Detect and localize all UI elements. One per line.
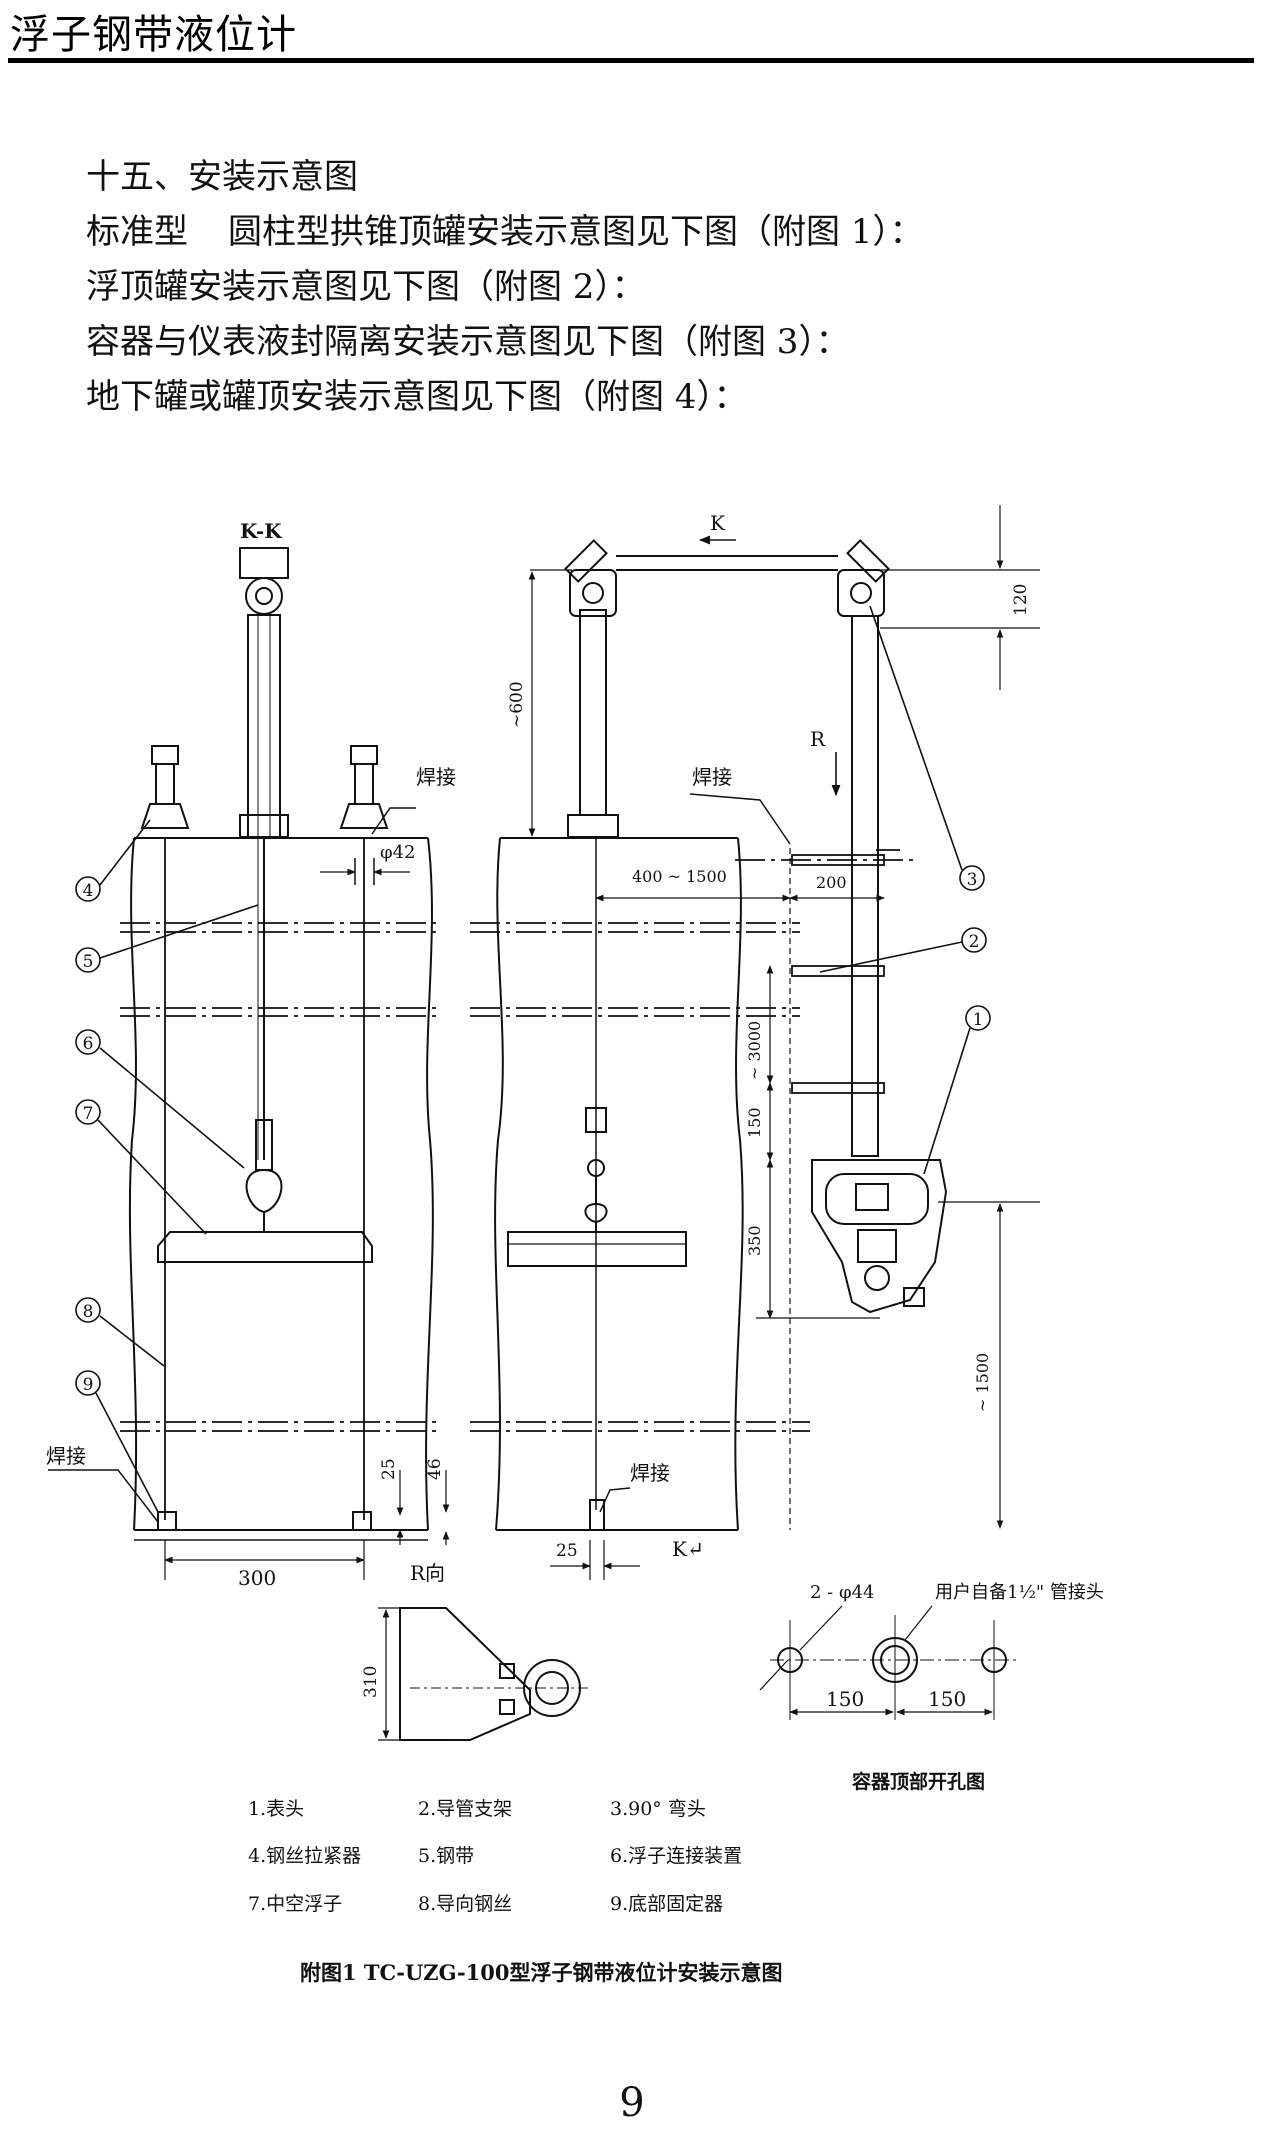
top-hole-layout: 2 - φ44 用户自备1½" 管接头 150 150 容器顶部开孔图 — [759, 1582, 1104, 1793]
marker-7: 7 — [75, 1099, 207, 1235]
dim-150-vertical: 150 — [745, 1107, 764, 1138]
header-rule — [8, 58, 1254, 63]
legend-item: 7.中空浮子 — [248, 1893, 342, 1915]
dim-120: 120 — [1011, 584, 1031, 616]
weld-label-right-bottom: 焊接 — [630, 1461, 670, 1485]
svg-text:7: 7 — [83, 1104, 94, 1124]
elbow-right — [837, 539, 890, 617]
dim-1500: ~ 1500 — [973, 1353, 992, 1412]
intro-text: 十五、安装示意图 标准型圆柱型拱锥顶罐安装示意图见下图（附图 1）： 浮顶罐安装… — [86, 150, 923, 425]
dim-25-bottom: 25 — [556, 1541, 578, 1561]
r-view-detail: 310 — [361, 1607, 590, 1741]
right-float — [507, 1231, 687, 1267]
section-title: 十五、安装示意图 — [86, 157, 358, 197]
right-tank-wall-left — [494, 837, 504, 1531]
dim-46: 46 — [425, 1458, 445, 1480]
right-guide-pipe — [851, 615, 879, 1157]
parts-legend: 1.表头 2.导管支架 3.90° 弯头 4.钢丝拉紧器 5.钢带 6.浮子连接… — [248, 1798, 742, 1915]
svg-text:6: 6 — [83, 1034, 94, 1054]
standard-label: 标准型 — [86, 212, 188, 252]
callout-markers: 4 5 6 7 8 9 3 2 1 — [75, 605, 991, 1513]
standard-text: 圆柱型拱锥顶罐安装示意图见下图（附图 1）： — [228, 212, 924, 252]
legend-item: 4.钢丝拉紧器 — [248, 1845, 361, 1867]
page-header-title: 浮子钢带液位计 — [10, 12, 297, 58]
marker-4: 4 — [75, 819, 151, 902]
marker-5: 5 — [75, 904, 259, 973]
svg-text:4: 4 — [83, 881, 94, 901]
page-number: 9 — [619, 2080, 645, 2126]
dim-3000: ~ 3000 — [745, 1021, 764, 1080]
marker-9: 9 — [75, 1370, 159, 1513]
wire-tensioner-right — [339, 745, 389, 1520]
weld-label-right-top: 焊接 — [692, 765, 732, 789]
svg-text:9: 9 — [83, 1375, 94, 1395]
left-view-kk: K-K — [46, 519, 456, 1590]
dim-25-left: 25 — [379, 1458, 399, 1480]
top-hole-caption: 容器顶部开孔图 — [852, 1770, 985, 1793]
right-tank-wall-right — [734, 837, 744, 1531]
legend-item: 2.导管支架 — [418, 1798, 512, 1820]
intro-line-standard: 标准型圆柱型拱锥顶罐安装示意图见下图（附图 1）： — [86, 205, 923, 260]
dim-300: 300 — [238, 1566, 276, 1590]
legend-item: 6.浮子连接装置 — [610, 1845, 742, 1867]
marker-6: 6 — [75, 1029, 245, 1169]
dim-200: 200 — [816, 873, 847, 892]
dim-phi42: φ42 — [380, 842, 416, 863]
meter-head — [811, 1159, 948, 1314]
weld-label-bottom-left: 焊接 — [46, 1444, 86, 1468]
figure-caption: 附图1 TC-UZG-100型浮子钢带液位计安装示意图 — [300, 1960, 783, 1985]
legend-item: 1.表头 — [248, 1798, 304, 1820]
arrow-k-top: K — [710, 511, 726, 535]
label-kk: K-K — [240, 519, 282, 543]
left-guide-pipe — [247, 614, 281, 838]
intro-line-floating: 浮顶罐安装示意图见下图（附图 2）： — [86, 267, 646, 307]
svg-text:8: 8 — [83, 1302, 94, 1322]
svg-text:3: 3 — [967, 870, 978, 890]
left-tank-wall-left — [128, 837, 138, 1531]
arrow-k-bottom: K↵ — [672, 1537, 704, 1561]
intro-line-sealed: 容器与仪表液封隔离安装示意图见下图（附图 3）： — [86, 322, 850, 362]
marker-8: 8 — [75, 1297, 165, 1367]
right-view: K R 焊接 焊接 ~600 120 400 ~ 1500 200 ~ 3000… — [470, 505, 1040, 1580]
r-view-label: R向 — [410, 1561, 445, 1585]
svg-text:1: 1 — [973, 1010, 984, 1030]
left-tank-wall-right — [425, 837, 434, 1531]
dim-holes: 2 - φ44 — [810, 1582, 875, 1603]
arrow-r: R — [810, 727, 826, 751]
intro-line-underground: 地下罐或罐顶安装示意图见下图（附图 4）： — [86, 377, 748, 417]
weld-label-top-left: 焊接 — [416, 765, 456, 789]
float-connector — [245, 1168, 283, 1214]
svg-text:5: 5 — [83, 952, 94, 972]
left-elbow-head — [239, 547, 289, 579]
pipe-supports — [791, 849, 900, 1094]
svg-text:2: 2 — [969, 932, 980, 952]
right-cut-lines — [470, 859, 915, 1432]
wire-tensioner-left — [140, 745, 190, 1520]
hole-150-b: 150 — [928, 1687, 966, 1711]
marker-2: 2 — [819, 927, 987, 973]
elbow-left — [564, 539, 617, 617]
dim-310: 310 — [361, 1666, 381, 1698]
legend-item: 8.导向钢丝 — [418, 1893, 512, 1915]
left-cut-lines — [120, 922, 440, 1432]
dim-350: 350 — [745, 1225, 764, 1256]
marker-3: 3 — [869, 605, 985, 891]
legend-item: 9.底部固定器 — [610, 1893, 723, 1915]
marker-1: 1 — [923, 1005, 991, 1175]
legend-item: 5.钢带 — [418, 1845, 474, 1867]
legend-item: 3.90° 弯头 — [610, 1798, 706, 1820]
dim-600: ~600 — [507, 681, 527, 728]
dim-400-1500: 400 ~ 1500 — [632, 867, 727, 886]
left-float — [157, 1231, 373, 1263]
hole-150-a: 150 — [826, 1687, 864, 1711]
user-pipe-note: 用户自备1½" 管接头 — [935, 1582, 1104, 1603]
